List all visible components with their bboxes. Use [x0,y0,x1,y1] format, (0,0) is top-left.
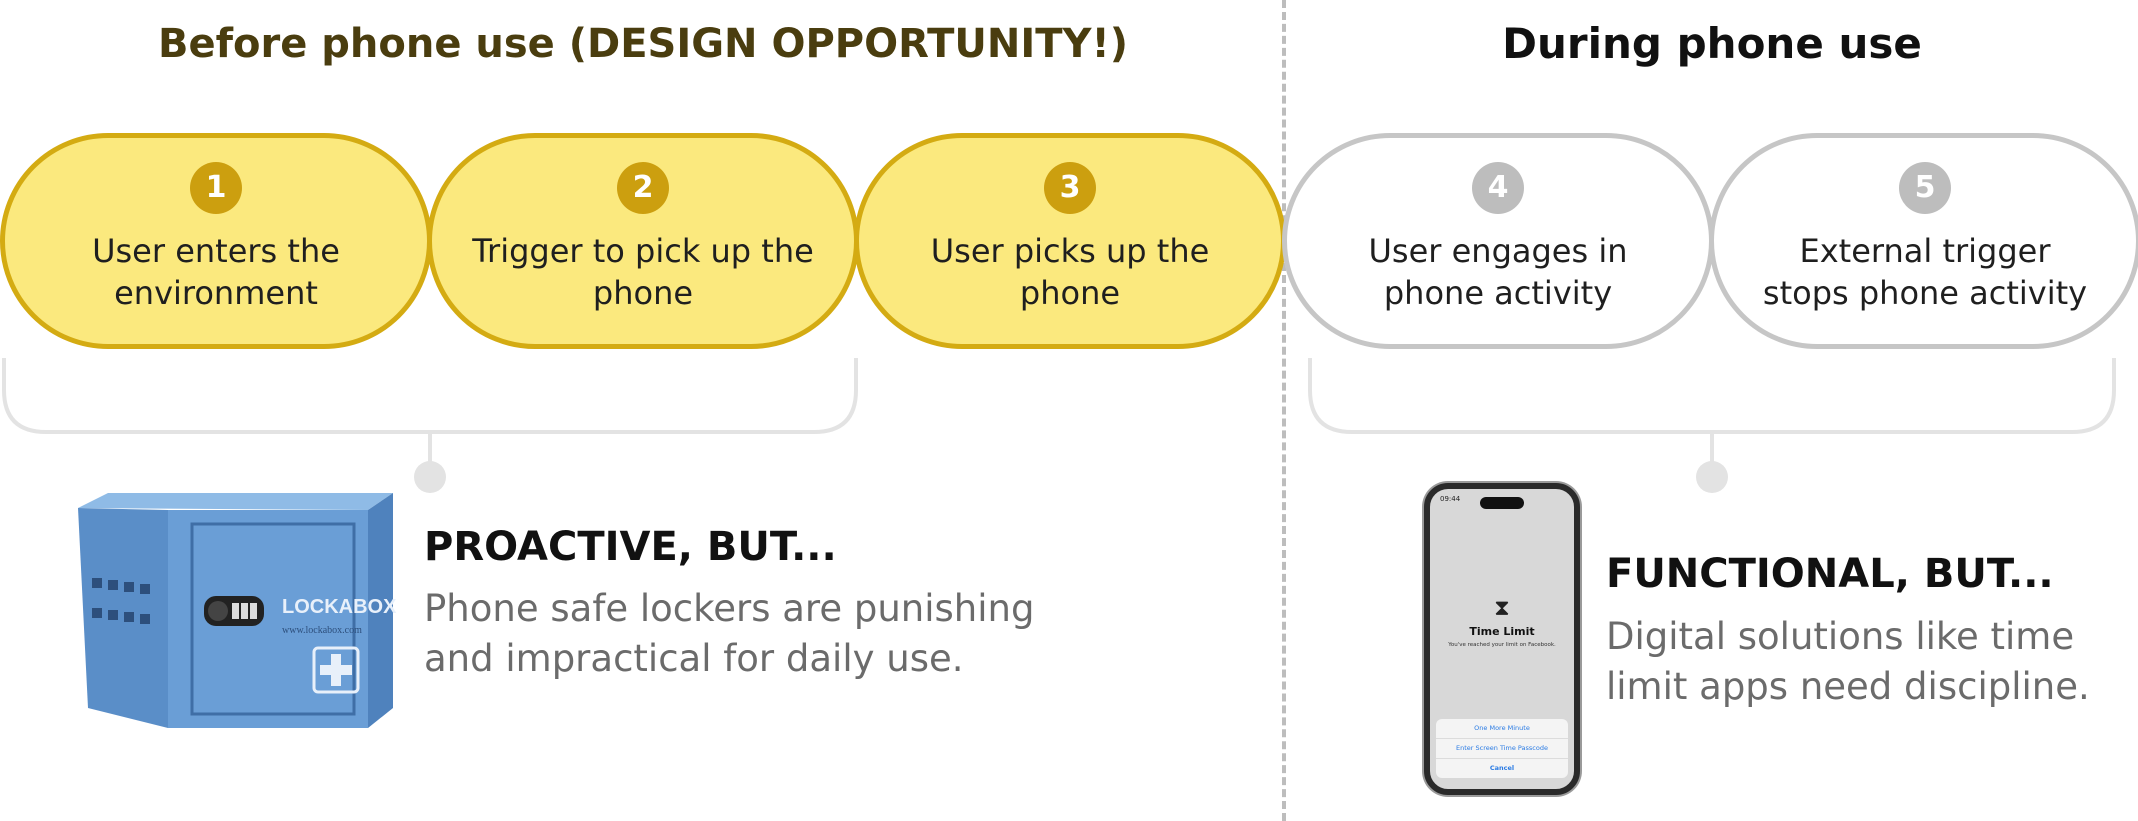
during-solution-heading: FUNCTIONAL, BUT... [1606,551,2054,597]
before-solution-heading: PROACTIVE, BUT... [424,524,837,570]
phone-option-one-more-minute: One More Minute [1436,719,1568,739]
phone-status-time: 09:44 [1440,495,1460,503]
before-solution-description-line2: and impractical for daily use. [424,634,964,684]
phone-option-enter-passcode: Enter Screen Time Passcode [1436,739,1568,759]
during-solution-description-line2: limit apps need discipline. [1606,662,2090,712]
phone-locker-image: LOCKABOX www.lockabox.com [68,488,398,733]
during-solution-description-line1: Digital solutions like time [1606,612,2074,662]
bracket-before [4,358,856,466]
bracket-before-dot [414,461,446,493]
time-limit-phone-image: 09:44 ⧗ Time Limit You've reached your l… [1424,483,1580,795]
phone-screen-subtitle: You've reached your limit on Facebook. [1436,642,1568,648]
hourglass-icon: ⧗ [1492,596,1512,621]
phone-screen-title: Time Limit [1430,625,1574,638]
phone-action-sheet: One More Minute Enter Screen Time Passco… [1436,719,1568,778]
bracket-during [1310,358,2114,466]
locker-url-text: www.lockabox.com [282,625,362,636]
phone-option-cancel: Cancel [1436,759,1568,778]
combination-lock-icon [204,596,264,626]
locker-brand-text: LOCKABOX [282,596,397,618]
phone-notch [1480,497,1524,509]
bracket-during-dot [1696,461,1728,493]
before-solution-description-line1: Phone safe lockers are punishing [424,584,1034,634]
